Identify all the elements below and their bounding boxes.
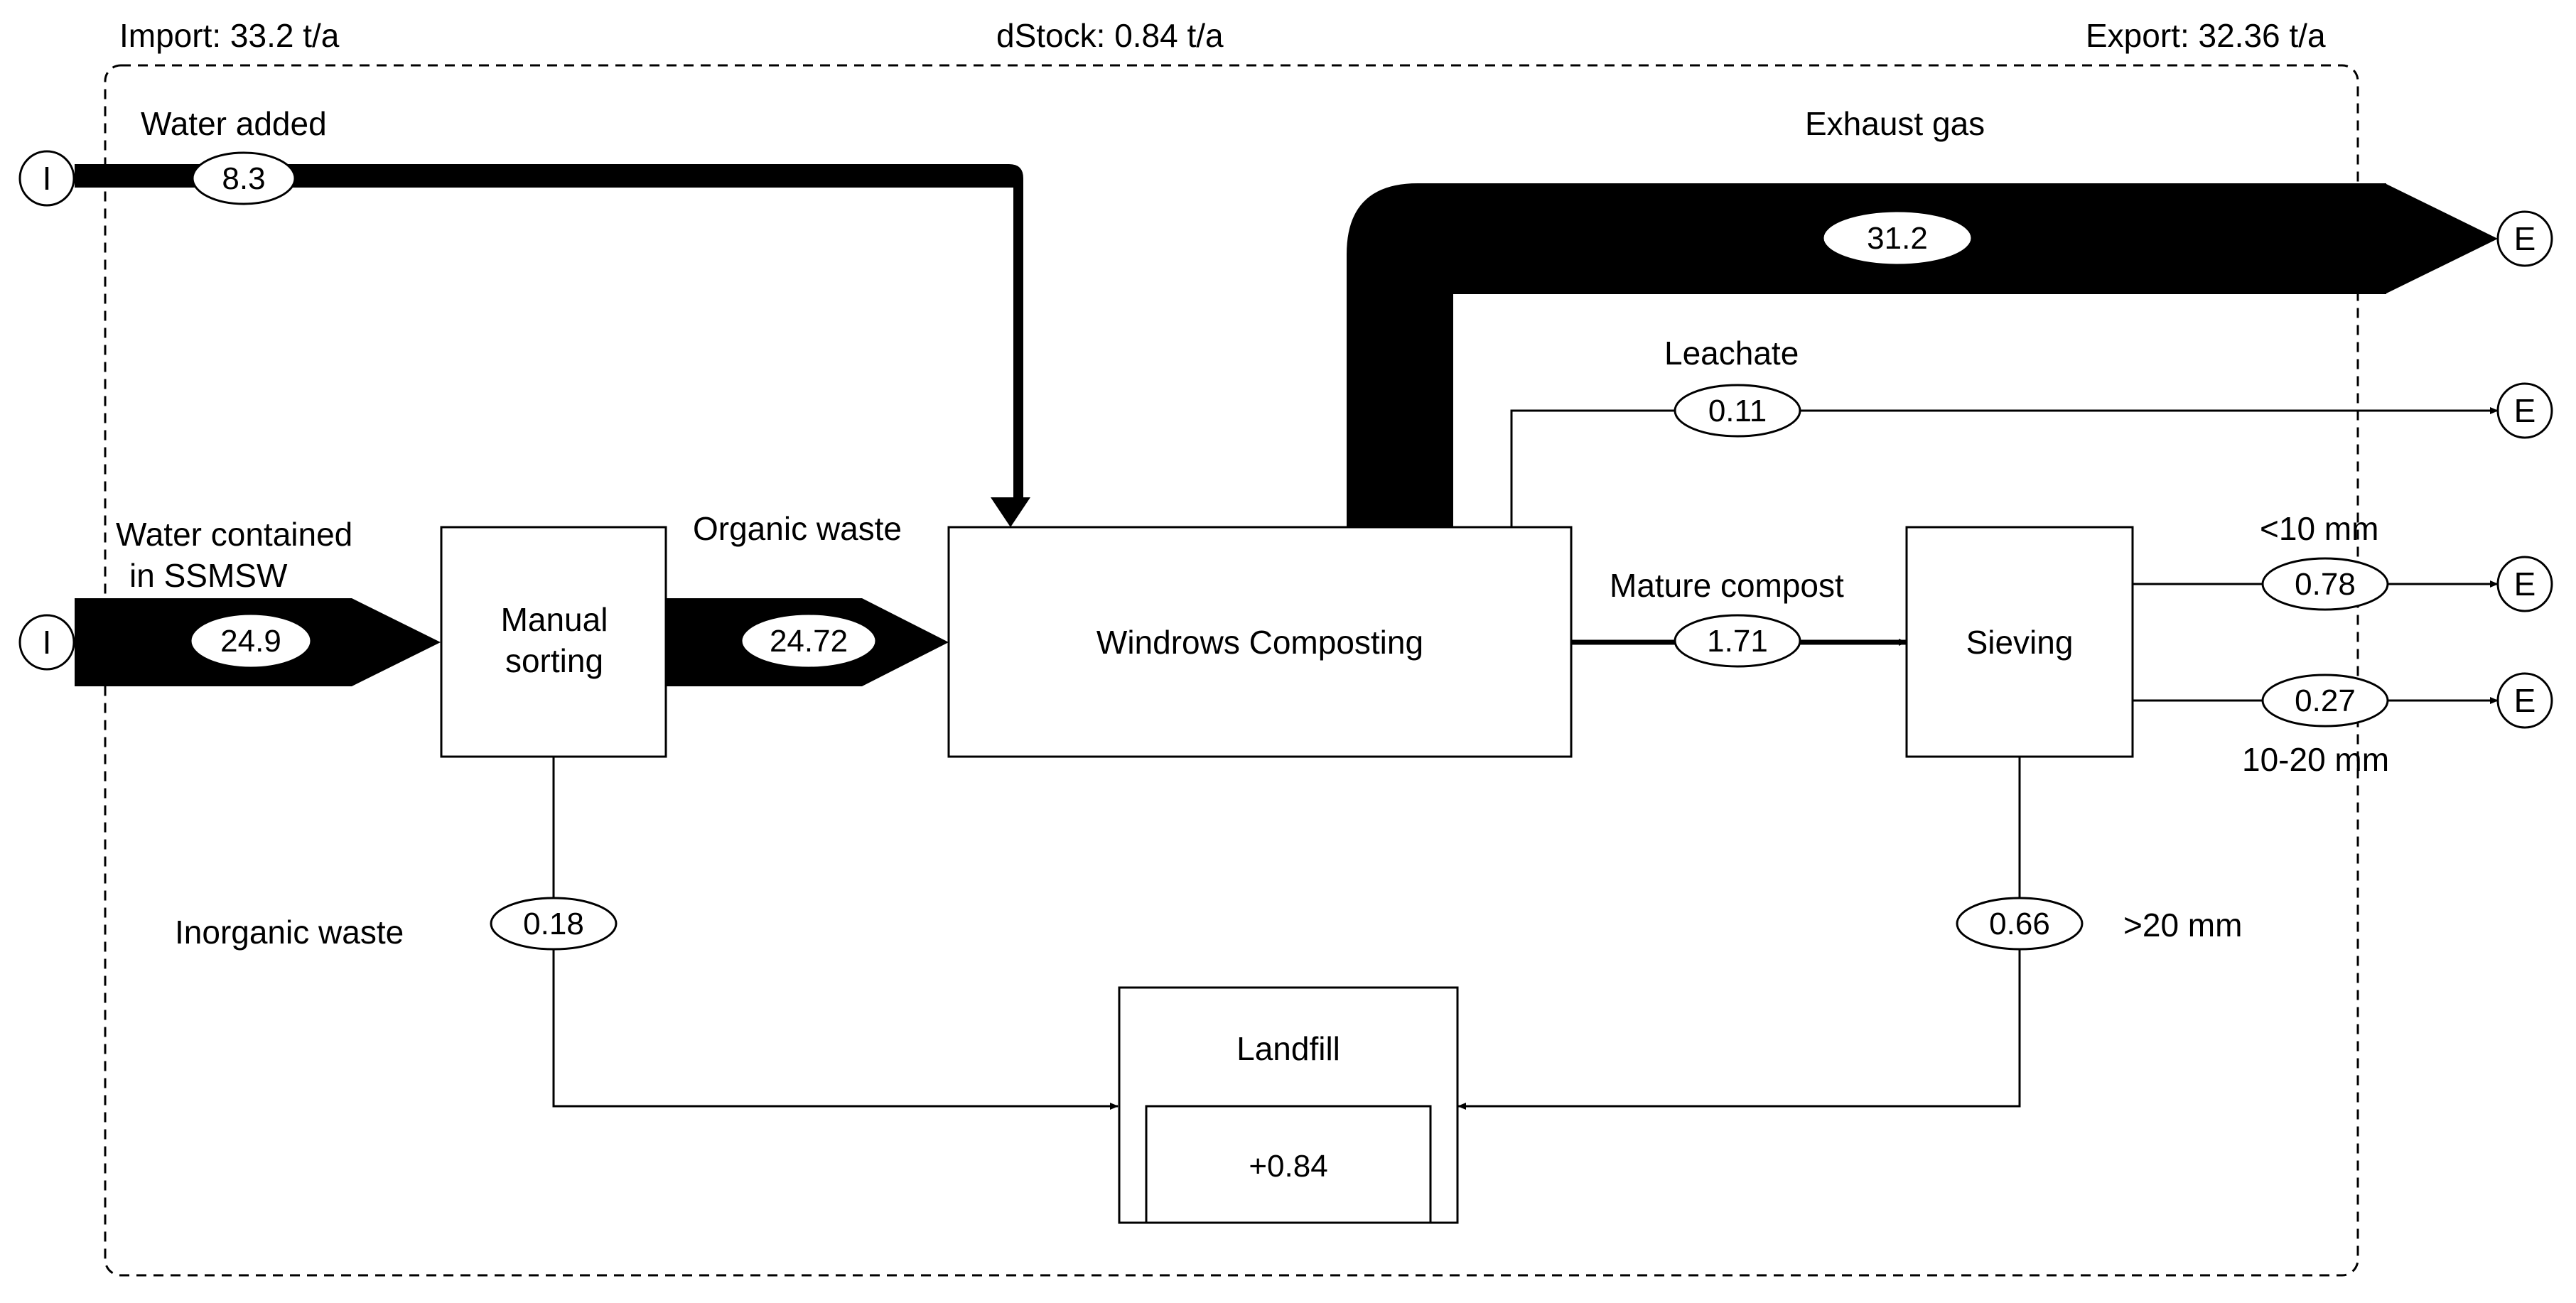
leachate-label: Leachate: [1664, 335, 1799, 372]
medium-fraction-value-oval: [2261, 674, 2389, 728]
dstock-total: dStock: 0.84 t/a: [996, 17, 1224, 54]
water-contained-value-oval: [189, 612, 313, 669]
fine-fraction-value-oval: [2261, 557, 2389, 611]
leachate-value: 0.11: [1708, 394, 1767, 428]
exhaust-gas-value-oval: [1821, 210, 1973, 266]
medium-fraction-label: 10-20 mm: [2242, 741, 2389, 778]
manual-sorting-box: [440, 526, 667, 758]
export-terminal-label: E: [2514, 682, 2536, 719]
import-terminal-label: I: [43, 624, 52, 661]
export-terminal-label: E: [2514, 392, 2536, 429]
windrows-composting-box: [947, 526, 1573, 758]
mature-compost-value-oval: [1674, 614, 1801, 668]
landfill-stock-value: +0.84: [1249, 1149, 1327, 1184]
import-terminal-icon: [18, 150, 75, 207]
exhaust-gas-value: 31.2: [1867, 221, 1928, 256]
exhaust-gas-arrowhead: [2385, 183, 2498, 294]
sieving-label: Sieving: [1966, 624, 2074, 661]
import-terminal-icon: [18, 614, 75, 671]
mature-compost-label: Mature compost: [1610, 567, 1844, 604]
leachate-flow: [1510, 407, 2499, 527]
coarse-fraction-label: >20 mm: [2123, 907, 2242, 944]
leachate-value-oval: [1674, 384, 1801, 438]
coarse-fraction-value-oval: [1956, 897, 2084, 951]
fine-fraction-value: 0.78: [2295, 567, 2356, 602]
inorganic-waste-value: 0.18: [523, 907, 584, 941]
export-terminal-icon: [2496, 210, 2553, 267]
coarse-fraction-flow: [1457, 757, 2021, 1110]
fine-fraction-label: <10 mm: [2260, 510, 2378, 547]
water-contained-label-line2: in SSMSW: [129, 557, 288, 594]
inorganic-waste-label: Inorganic waste: [175, 914, 404, 951]
inorganic-waste-value-oval: [490, 897, 618, 951]
water-added-value: 8.3: [222, 161, 265, 196]
coarse-fraction-value: 0.66: [1989, 907, 2050, 941]
water-added-value-oval: [191, 151, 296, 205]
water-added-label: Water added: [141, 105, 327, 142]
export-terminal-icon: [2496, 556, 2553, 612]
sieving-box: [1905, 526, 2134, 758]
exhaust-gas-flow: [1347, 183, 2386, 527]
inorganic-waste-flow: [552, 757, 1119, 1110]
export-terminal-icon: [2496, 672, 2553, 729]
manual-sorting-label-line1: Manual: [501, 601, 608, 638]
landfill-stock-box: [1145, 1105, 1432, 1224]
organic-waste-label: Organic waste: [693, 510, 902, 547]
organic-waste-value: 24.72: [770, 624, 848, 659]
import-total: Import: 33.2 t/a: [119, 17, 340, 54]
mature-compost-value: 1.71: [1707, 624, 1768, 659]
water-contained-label-line1: Water contained: [116, 516, 352, 553]
landfill-label: Landfill: [1236, 1030, 1340, 1067]
manual-sorting-label-line2: sorting: [505, 642, 603, 679]
export-terminal-icon: [2496, 382, 2553, 439]
import-terminal-label: I: [43, 160, 52, 197]
organic-waste-value-oval: [740, 612, 878, 669]
water-added-flow: [75, 164, 1023, 499]
windrows-composting-label: Windrows Composting: [1096, 624, 1423, 661]
water-added-arrowhead: [991, 497, 1030, 527]
exhaust-gas-label: Exhaust gas: [1805, 105, 1985, 142]
export-terminal-label: E: [2514, 220, 2536, 257]
water-contained-value: 24.9: [220, 624, 281, 659]
export-total: Export: 32.36 t/a: [2086, 17, 2326, 54]
export-terminal-label: E: [2514, 566, 2536, 602]
medium-fraction-value: 0.27: [2295, 683, 2356, 718]
